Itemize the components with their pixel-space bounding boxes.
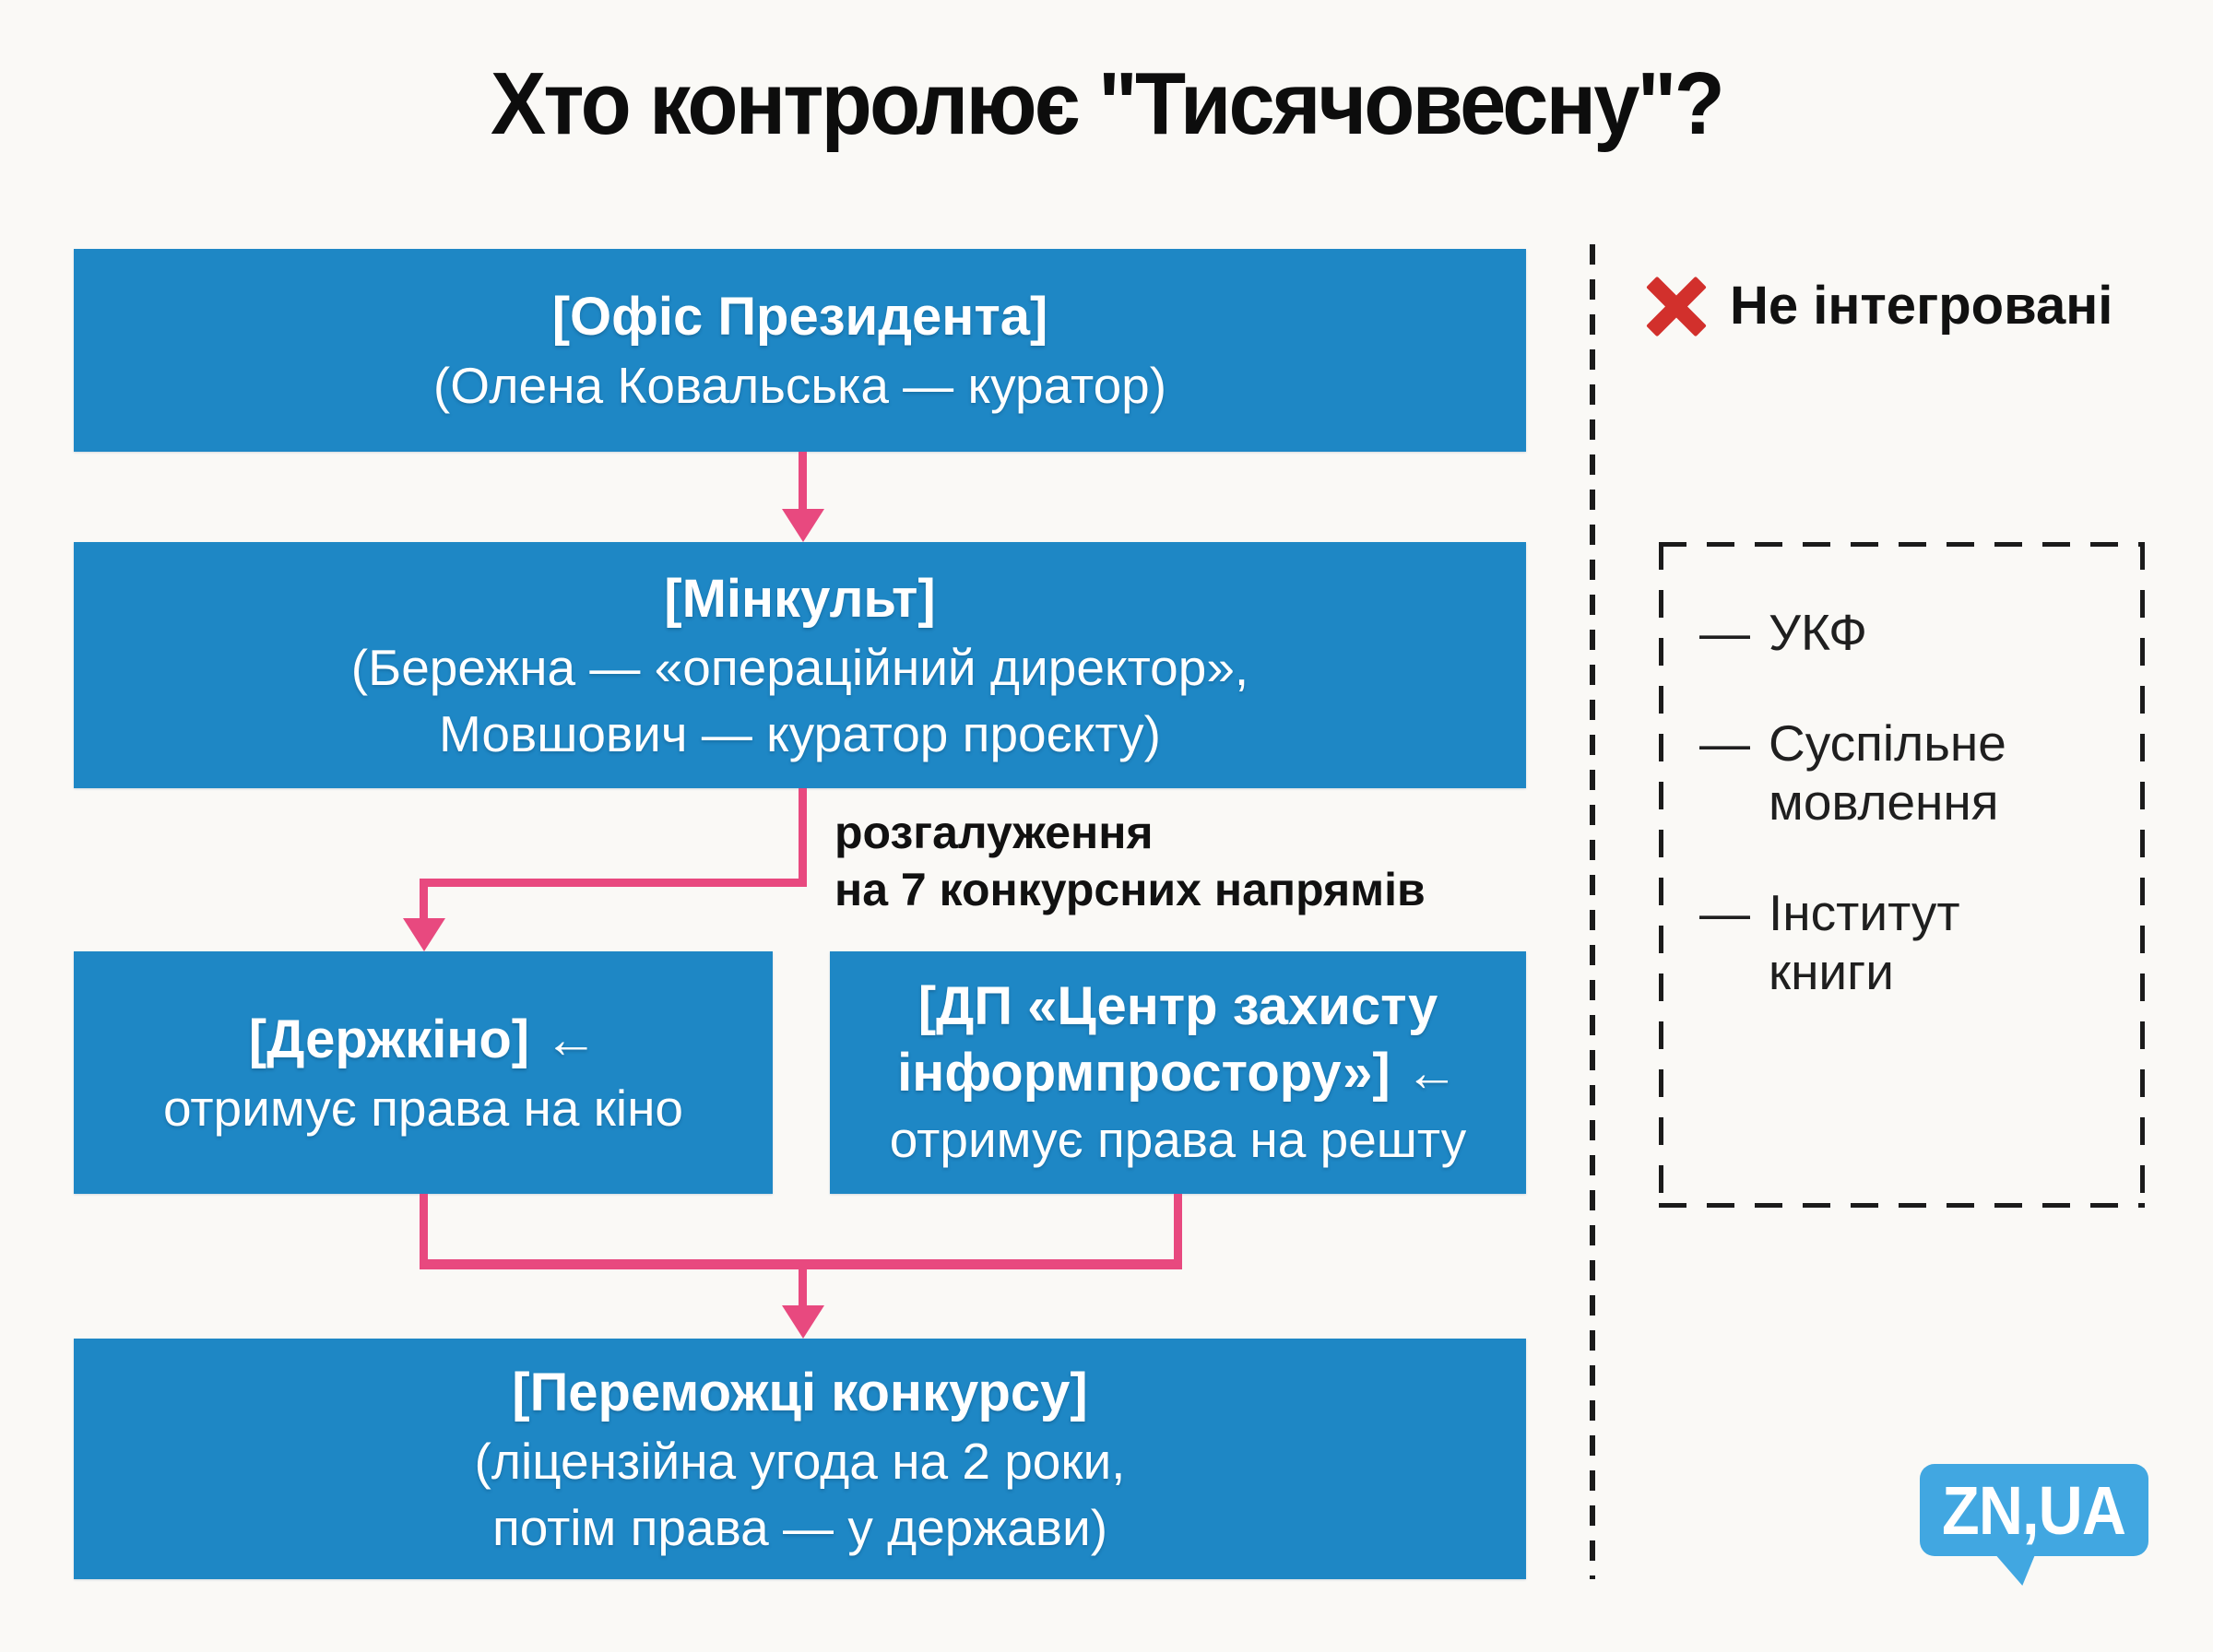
merge-connector-stem: [799, 1269, 807, 1308]
winners-box: [Переможці конкурсу] (ліцензійна угода н…: [74, 1339, 1526, 1579]
infoprostir-title-line1: [ДП «Центр захисту: [917, 975, 1438, 1036]
derzhkino-title: [Держкіно] ←: [248, 1009, 598, 1069]
branch-label-line1: розгалуження: [834, 807, 1154, 858]
dash-icon: —: [1699, 714, 1750, 772]
minkult-box: [Мінкульт] (Бережна — «операційний дирек…: [74, 542, 1526, 788]
page-title: Хто контролює "Тисячовесну"?: [491, 54, 1725, 153]
office-president-title: [Офіс Президента]: [551, 287, 1048, 347]
merge-connector-left-drop: [420, 1194, 428, 1268]
merge-connector-bar: [420, 1259, 1182, 1269]
arrow-president-to-minkult-head: [782, 509, 824, 542]
minkult-title: [Мінкульт]: [664, 568, 936, 629]
merge-connector-right-drop: [1174, 1194, 1182, 1268]
list-item-ukf: — УКФ: [1699, 603, 2117, 662]
infoprostir-title-line2: інформпростору»] ←: [897, 1042, 1459, 1103]
office-president-box: [Офіс Президента] (Олена Ковальська — ку…: [74, 249, 1526, 452]
znua-logo-tail: [1994, 1552, 2036, 1586]
winners-subtitle-line1: (ліцензійна угода на 2 роки,: [474, 1432, 1126, 1490]
dash-icon: —: [1699, 604, 1750, 661]
winners-title: [Переможці конкурсу]: [512, 1362, 1088, 1422]
not-integrated-badge: Не інтегровані: [1646, 275, 2113, 336]
znua-logo-text: ZN,UA: [1942, 1471, 2127, 1549]
office-president-subtitle: (Олена Ковальська — куратор): [432, 357, 1167, 414]
znua-logo: ZN,UA: [1920, 1464, 2148, 1586]
derzhkino-subtitle: отримує права на кіно: [162, 1079, 684, 1137]
arrow-president-to-minkult-line: [799, 452, 807, 516]
winners-subtitle-line2: потім права — у держави): [491, 1498, 1108, 1556]
branch-connector-head: [403, 918, 445, 951]
list-item-suspilne: — Суспільне мовлення: [1699, 714, 2117, 832]
infoprostir-subtitle: отримує права на решту: [889, 1110, 1467, 1168]
branch-connector-drop: [420, 879, 428, 920]
derzhkino-box: [Держкіно] ← отримує права на кіно: [74, 951, 773, 1194]
list-item-label: Інститут книги: [1769, 884, 1960, 1000]
branch-connector-horizontal: [420, 879, 807, 887]
list-item-label: Суспільне мовлення: [1769, 714, 2006, 831]
list-item-instytut-knyhy: — Інститут книги: [1699, 883, 2117, 1001]
minkult-subtitle-line1: (Бережна — «операційний директор»,: [350, 638, 1249, 696]
dash-icon: —: [1699, 884, 1750, 941]
branch-label: розгалуження на 7 конкурсних напрямів: [834, 804, 1426, 918]
branch-connector-vertical: [799, 788, 807, 887]
infoprostir-box: [ДП «Центр захисту інформпростору»] ← от…: [830, 951, 1526, 1194]
section-divider-dashed-line: [1590, 244, 1595, 1579]
not-integrated-list-box: — УКФ — Суспільне мовлення — Інститут кн…: [1659, 542, 2145, 1208]
branch-label-line2: на 7 конкурсних напрямів: [834, 864, 1426, 915]
merge-connector-head: [782, 1305, 824, 1339]
list-item-label: УКФ: [1769, 604, 1867, 661]
minkult-subtitle-line2: Мовшович — куратор проєкту): [439, 704, 1161, 762]
x-icon: [1646, 276, 1707, 336]
not-integrated-label: Не інтегровані: [1730, 276, 2113, 336]
